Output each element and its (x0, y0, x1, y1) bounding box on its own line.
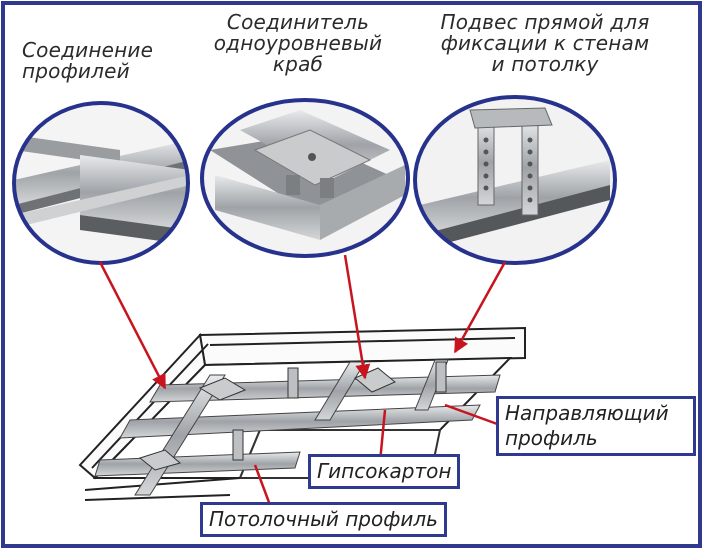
arrow-profile-joint (98, 261, 167, 390)
arrow-hanger (453, 261, 507, 354)
arrow-guide (444, 403, 501, 427)
profile-joint-photo (12, 101, 190, 265)
label-profile-joint: Соединение профилей (22, 38, 154, 83)
crab-connector-photo (200, 98, 410, 258)
label-crab-connector: Соединитель одноуровневый краб (213, 10, 383, 76)
arrow-crab (343, 254, 371, 380)
label-ceiling-profile: Потолочный профиль (200, 502, 447, 537)
label-direct-hanger: Подвес прямой для фиксации к стенам и по… (440, 10, 650, 76)
label-guide-profile: Направляющий профиль (496, 396, 696, 456)
callout-arrows (98, 254, 507, 506)
direct-hanger-photo (413, 95, 617, 265)
arrow-ceiling-profile (253, 464, 272, 506)
label-drywall: Гипсокартон (308, 454, 461, 489)
arrow-drywall (378, 409, 387, 463)
